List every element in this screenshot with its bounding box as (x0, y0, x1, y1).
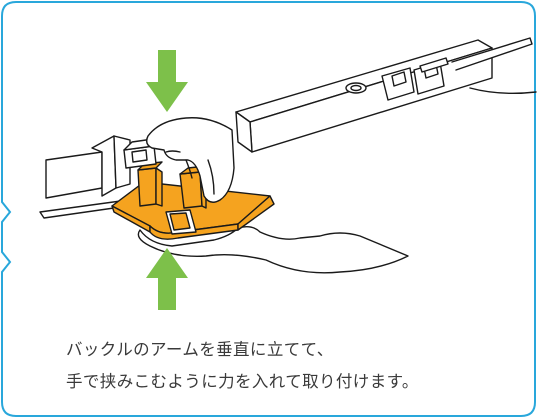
top-hand (145, 117, 235, 203)
arrow-down-icon (146, 50, 188, 112)
rail (235, 37, 537, 153)
instruction-text: バックルのアームを垂直に立てて、 手で挟みこむように力を入れて取り付けます。 (66, 334, 526, 398)
buckle-installation-illustration (39, 37, 537, 310)
instruction-line-2: 手で挟みこむように力を入れて取り付けます。 (66, 372, 419, 391)
arrow-up-icon (146, 248, 188, 310)
instruction-line-1: バックルのアームを垂直に立てて、 (66, 340, 334, 359)
bottom-hand (137, 225, 409, 274)
frame-bar (39, 135, 131, 219)
